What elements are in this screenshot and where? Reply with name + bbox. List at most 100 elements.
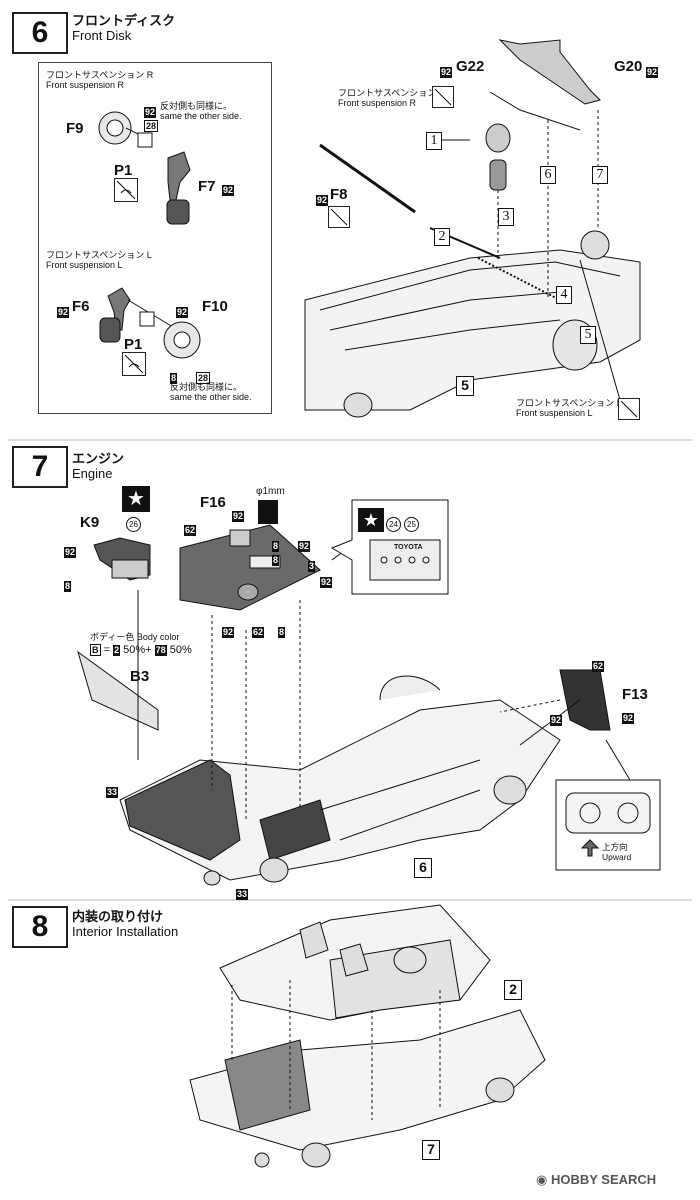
cement-icon-main-l [618, 398, 640, 420]
inset-r-note: 反対側も同様に。 same the other side. [160, 101, 242, 121]
step6-box-1: 1 [426, 132, 442, 150]
step8-ref-2: 2 [504, 980, 522, 1000]
code-92-f16a: 92 [232, 511, 245, 522]
body-color-label: ボディー色 Body color [90, 632, 179, 642]
code-92-f16b: 92 [298, 541, 311, 552]
code-8-l: 8 [170, 373, 178, 384]
part-g20: G20 [614, 58, 643, 75]
body-color-jp: ボディー色 [90, 632, 135, 642]
step6-ref-5: 5 [456, 376, 474, 396]
code-62-f13: 62 [592, 661, 605, 672]
main-susp-l-jp: フロントサスペンション L [516, 398, 622, 408]
code-92-f13a: 92 [550, 715, 563, 726]
upward-inset [555, 779, 661, 871]
code-62-f16b: 62 [252, 627, 265, 638]
inset-l-note: 反対側も同様に。 same the other side. [170, 382, 252, 402]
inset-r-note-jp: 反対側も同様に。 [160, 101, 233, 111]
code-92-f6: 92 [57, 307, 70, 318]
drill-icon [258, 500, 278, 524]
step-8-title: 内装の取り付け Interior Installation [72, 909, 179, 940]
cement-icon-main-r [432, 86, 454, 108]
step-6-number: 6 [12, 12, 68, 54]
part-f13: F13 [622, 686, 648, 703]
front-suspension-l-parts [99, 287, 201, 359]
upward-jp: 上方向 [602, 842, 628, 852]
decal-star-icon-2: ★ [358, 508, 384, 532]
code-8-f16c: 8 [278, 627, 286, 638]
inset-r-note-en: same the other side. [160, 111, 242, 121]
code-28-r: 28 [144, 120, 159, 132]
step-7-title-jp: エンジン [72, 451, 125, 466]
part-p1-r: P1 [114, 162, 133, 179]
step6-box-2: 2 [434, 228, 450, 246]
drill-label: φ1mm [256, 486, 285, 497]
step6-box-4: 4 [556, 286, 572, 304]
decal-26: 26 [126, 514, 141, 532]
code-8-f16b: 8 [272, 555, 280, 566]
step-6-title: フロントディスク Front Disk [72, 13, 176, 44]
code-8-f16a: 8 [272, 541, 280, 552]
step-8-title-en: Interior Installation [72, 924, 179, 939]
inset-l-note-jp: 反対側も同様に。 [170, 382, 243, 392]
code-92-k9: 92 [64, 547, 77, 558]
decal-star-icon: ★ [122, 486, 150, 512]
front-suspension-r-parts [98, 111, 191, 225]
step8-ref-7: 7 [422, 1140, 440, 1160]
code-33-b: 33 [236, 889, 249, 900]
part-f6: F6 [72, 298, 90, 315]
step6-box-7: 7 [592, 166, 608, 184]
engine-toyota-text: TOYOTA [394, 544, 423, 551]
step-8-number: 8 [12, 906, 68, 948]
decal-24: 24 [386, 514, 401, 532]
watermark-text: HOBBY SEARCH [550, 1172, 657, 1187]
step-6-title-en: Front Disk [72, 28, 132, 43]
part-f9: F9 [66, 120, 84, 137]
body-color-en: Body color [136, 632, 180, 642]
main-susp-r-label: フロントサスペンション R Front suspension R [338, 88, 445, 108]
code-92-f16d: 92 [222, 627, 235, 638]
code-92-f16c: 92 [320, 577, 333, 588]
code-92-g20: 92 [646, 67, 659, 78]
step-6-title-jp: フロントディスク [72, 13, 176, 28]
code-92-g22: 92 [440, 67, 453, 78]
upward-en: Upward [602, 852, 632, 862]
code-92-f8: 92 [316, 195, 329, 206]
code-3-f16: 3 [308, 561, 316, 572]
cement-icon-r [114, 178, 138, 202]
body-color-mix: B = 2 50%+ 78 50% [90, 644, 192, 656]
code-33-a: 33 [106, 787, 119, 798]
code-92-r: 92 [144, 107, 157, 118]
color-78-badge: 78 [154, 645, 167, 656]
part-k9: K9 [80, 514, 100, 531]
part-p1-l: P1 [124, 336, 143, 353]
step-8-chassis [189, 980, 546, 1168]
inset-r-label-jp: フロントサスペンション R [46, 70, 154, 80]
code-92-f7: 92 [222, 185, 235, 196]
part-f8: F8 [330, 186, 348, 203]
upward-label: 上方向 Upward [602, 842, 631, 862]
step6-box-5: 5 [580, 326, 596, 344]
main-susp-r-en: Front suspension R [338, 98, 417, 108]
color-eq: = [103, 644, 110, 656]
step-8-title-jp: 内装の取り付け [72, 909, 164, 924]
color-2-badge: 2 [113, 645, 121, 656]
color-p1: 50%+ [123, 644, 152, 656]
step-7-title: エンジン Engine [72, 451, 125, 482]
step6-box-3: 3 [498, 208, 514, 226]
step-7-title-en: Engine [72, 466, 113, 481]
part-b3: B3 [130, 668, 150, 685]
watermark-logo-icon: ◉ [536, 1172, 548, 1187]
cement-icon-f8 [328, 206, 350, 228]
inset-l-label: フロントサスペンション L Front suspension L [46, 250, 152, 270]
part-f10: F10 [202, 298, 228, 315]
code-62-f16: 62 [184, 525, 197, 536]
cement-icon-l [122, 352, 146, 376]
step7-ref-6: 6 [414, 858, 432, 878]
inset-l-label-en: Front suspension L [46, 260, 123, 270]
color-p2: 50% [169, 644, 192, 656]
main-susp-l-en: Front suspension L [516, 408, 593, 418]
watermark: ◉ HOBBY SEARCH [536, 1172, 656, 1188]
code-92-f13b: 92 [622, 713, 635, 724]
main-susp-l-label: フロントサスペンション L Front suspension L [516, 398, 622, 418]
step6-box-6: 6 [540, 166, 556, 184]
